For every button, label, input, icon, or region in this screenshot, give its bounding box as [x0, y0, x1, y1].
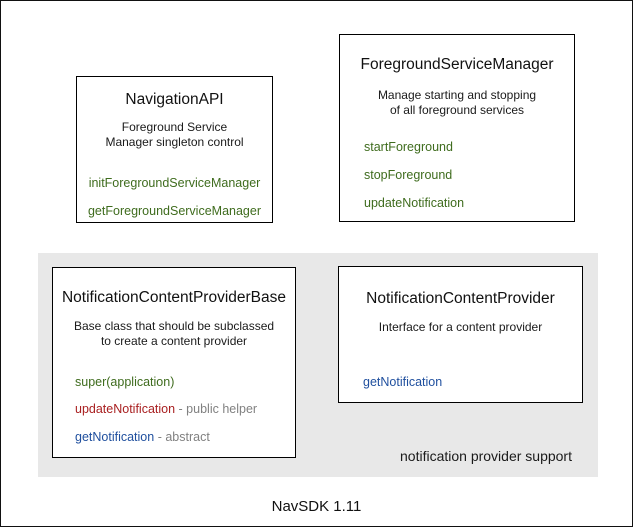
description-line: Interface for a content provider [378, 320, 543, 334]
class-description: Interface for a content provider [339, 320, 582, 335]
class-box-notification-content-provider: NotificationContentProvider Interface fo… [338, 266, 583, 403]
description-line: Manager singleton control [105, 135, 244, 149]
method-get-notification: getNotification [339, 375, 582, 390]
description-line: to create a content provider [100, 334, 248, 348]
method-init-foreground-service-manager: initForegroundServiceManager [77, 176, 272, 191]
class-title-notification-content-provider: NotificationContentProvider [366, 290, 555, 307]
class-description: Manage starting and stopping of all fore… [340, 88, 574, 118]
method-name: updateNotification [364, 196, 465, 210]
class-title-navigation-api: NavigationAPI [125, 91, 224, 108]
class-title-foreground-service-manager: ForegroundServiceManager [360, 56, 554, 73]
method-start-foreground: startForeground [340, 140, 574, 155]
method-name: getForegroundServiceManager [87, 204, 262, 218]
method-super-application: super(application) [53, 375, 295, 390]
method-get-foreground-service-manager: getForegroundServiceManager [77, 204, 272, 219]
description-line: of all foreground services [389, 103, 525, 117]
class-box-notification-content-provider-base: NotificationContentProviderBase Base cla… [52, 267, 296, 458]
description-line: Manage starting and stopping [377, 88, 537, 102]
class-box-navigation-api: NavigationAPI Foreground Service Manager… [76, 76, 273, 223]
method-annotation: - public helper [175, 402, 258, 416]
description-line: Foreground Service [121, 120, 228, 134]
class-title-notification-content-provider-base: NotificationContentProviderBase [61, 289, 286, 306]
method-update-notification: updateNotification [340, 196, 574, 211]
method-name: super(application) [75, 375, 175, 389]
class-description: Base class that should be subclassed to … [53, 319, 295, 349]
method-name: startForeground [364, 140, 453, 154]
class-box-foreground-service-manager: ForegroundServiceManager Manage starting… [339, 34, 575, 222]
class-description: Foreground Service Manager singleton con… [77, 120, 272, 150]
group-label-notification-provider-support: notification provider support [400, 448, 572, 464]
method-stop-foreground: stopForeground [340, 168, 574, 183]
method-get-notification: getNotification - abstract [53, 430, 295, 445]
description-line: Base class that should be subclassed [73, 319, 275, 333]
method-update-notification: updateNotification - public helper [53, 402, 295, 417]
method-annotation: - abstract [154, 430, 210, 444]
method-name: getNotification [75, 430, 155, 444]
method-name: stopForeground [364, 168, 453, 182]
method-name: getNotification [363, 375, 443, 389]
method-name: updateNotification [75, 402, 176, 416]
method-name: initForegroundServiceManager [88, 176, 261, 190]
sdk-version-label: NavSDK 1.11 [271, 498, 362, 515]
